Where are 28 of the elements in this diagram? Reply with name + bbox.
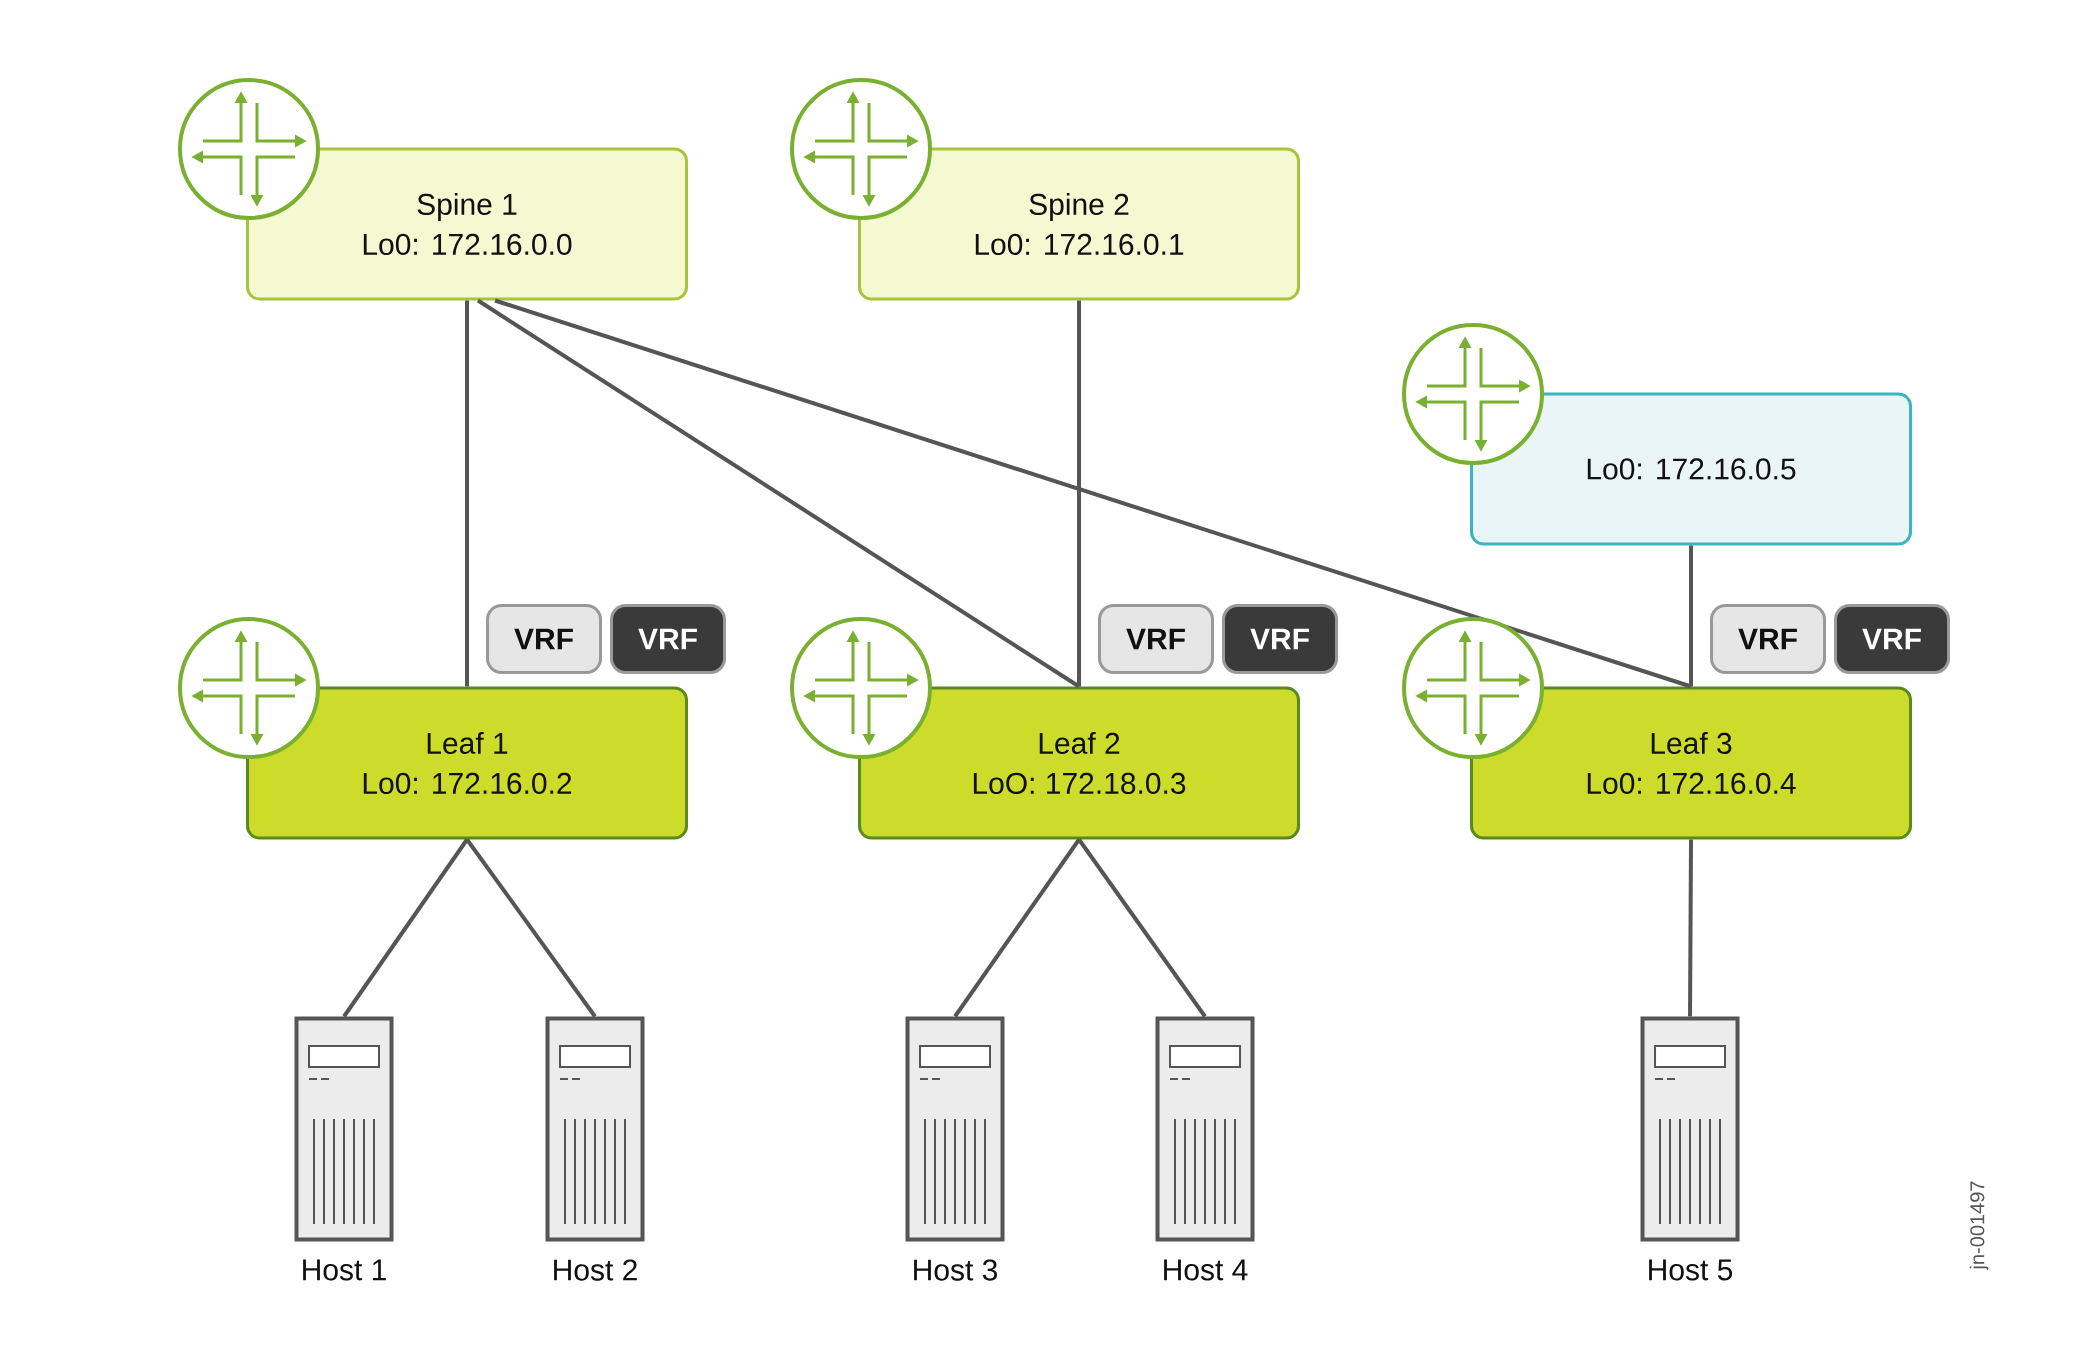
vrf-badge: VRF: [1098, 604, 1214, 674]
connector-line: [342, 838, 469, 1018]
connector-line: [494, 298, 1692, 689]
connector-line: [476, 298, 1081, 689]
leaf-box: Leaf 3 Lo0: 172.16.0.4: [1470, 686, 1912, 840]
host-label: Host 2: [554, 1259, 637, 1281]
host-label: Host 5: [1649, 1259, 1733, 1281]
connector-line: [465, 838, 597, 1018]
vrf-badge: VRF: [486, 604, 602, 674]
leaf-box: Leaf 1 Lo0: 172.16.0.2: [246, 686, 688, 840]
connector-line: [1689, 545, 1693, 687]
spine-box: Spine 1 Lo0: 172.16.0.0: [246, 147, 688, 301]
leaf-box: Leaf 2 LoO: 172.18.0.3: [858, 686, 1300, 840]
host-label: Host 3: [914, 1259, 997, 1281]
vrf-badge: VRF: [1710, 604, 1826, 674]
host-label: Host 4: [1164, 1259, 1248, 1281]
connector-line: [953, 838, 1081, 1018]
vrf-badge: VRF: [1222, 604, 1338, 674]
figure-id: jn-001497: [1969, 1181, 1989, 1270]
host-label: Host 1: [303, 1259, 386, 1281]
vrf-badge: VRF: [610, 604, 726, 674]
firewall-box: Lo0: 172.16.0.5: [1470, 392, 1912, 546]
connector-line: [1688, 839, 1693, 1017]
vrf-badge: VRF: [1834, 604, 1950, 674]
spine-box: Spine 2 Lo0: 172.16.0.1: [858, 147, 1300, 301]
connector-line: [465, 300, 469, 687]
connector-line: [1077, 300, 1081, 687]
connector-line: [1077, 838, 1207, 1018]
